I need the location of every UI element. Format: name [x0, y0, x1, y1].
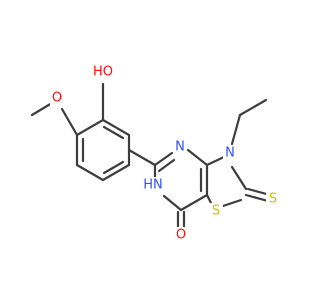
bond	[230, 165, 248, 191]
bond	[101, 163, 131, 182]
bond	[153, 151, 174, 167]
bond	[218, 198, 243, 209]
bond	[230, 113, 242, 146]
hydroxyl-label: HO	[93, 65, 113, 80]
ring-sulfur-label: S	[212, 204, 220, 219]
bond	[157, 158, 176, 173]
ring-nitrogen-label: N	[175, 140, 185, 155]
bond	[60, 107, 79, 137]
bond	[101, 118, 131, 137]
thione-sulfur-label: S	[269, 192, 277, 207]
bond-double-inner	[102, 160, 125, 175]
atom-labels: HO O N N HN S S O	[50, 64, 280, 243]
nh-label: HN	[143, 178, 163, 193]
molecule-structure: HO O N N HN S S O	[30, 64, 280, 243]
bond	[179, 193, 209, 212]
bond	[30, 101, 54, 117]
carbonyl-oxygen-label: O	[176, 228, 186, 243]
bond-double-inner	[102, 125, 125, 140]
bond	[186, 148, 209, 167]
bond	[127, 148, 157, 167]
bond	[244, 193, 270, 203]
methoxy-oxygen-label: O	[52, 91, 62, 106]
bond	[162, 194, 183, 212]
bond	[75, 118, 105, 137]
bond	[238, 98, 268, 117]
ethyl-nitrogen-label: N	[225, 146, 235, 161]
bond	[75, 163, 105, 182]
bond	[205, 155, 226, 167]
